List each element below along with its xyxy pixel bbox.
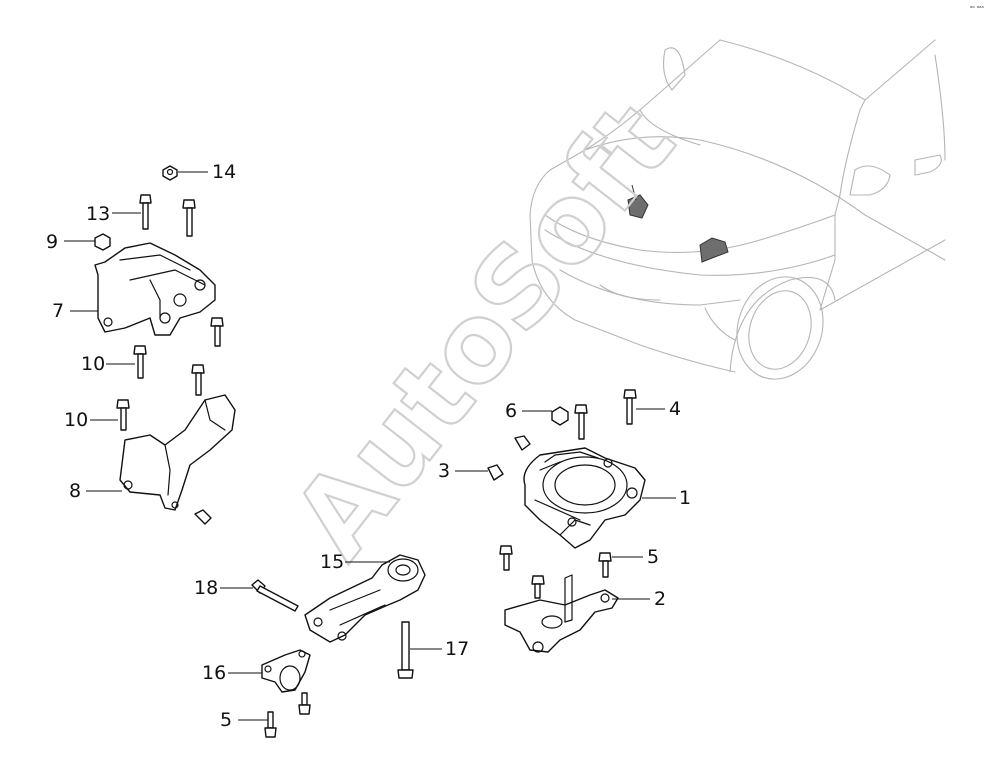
callout-16: 16 (202, 662, 226, 684)
callout-labels: 14 13 9 7 10 10 8 6 4 3 1 5 2 15 18 17 1… (46, 161, 691, 731)
callout-18: 18 (194, 577, 218, 599)
callout-6: 6 (505, 400, 517, 422)
corner-mark: ᵃᵒ ᵃᵃᵃ (970, 5, 984, 12)
part-2-bracket (504, 574, 619, 653)
callout-5-right: 5 (647, 546, 659, 568)
callout-9: 9 (46, 231, 58, 253)
callout-7: 7 (52, 300, 64, 322)
part-15-torque-rod (304, 554, 426, 643)
part-7-transmission-mount (94, 242, 216, 336)
callout-15: 15 (320, 551, 344, 573)
callout-5-bottom: 5 (220, 709, 232, 731)
part-14-nut (162, 165, 178, 181)
leader-lines (64, 171, 676, 721)
callout-3: 3 (438, 460, 450, 482)
callout-14: 14 (212, 161, 236, 183)
callout-10-lower: 10 (64, 409, 88, 431)
callout-13: 13 (86, 203, 110, 225)
vehicle-outline (529, 39, 946, 380)
callout-10-upper: 10 (81, 353, 105, 375)
part-8-bracket (119, 394, 236, 511)
part-1-engine-mount (523, 447, 646, 549)
callout-4: 4 (669, 398, 681, 420)
fasteners (94, 165, 637, 738)
callout-2: 2 (654, 588, 666, 610)
part-16-bushing-bracket (261, 649, 311, 693)
callout-1: 1 (679, 487, 691, 509)
callout-17: 17 (445, 638, 469, 660)
callout-8: 8 (69, 480, 81, 502)
